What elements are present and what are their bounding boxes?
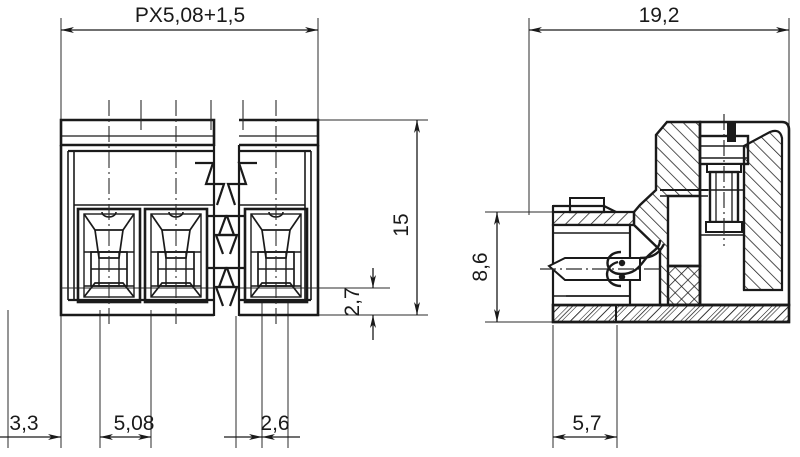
screw-slot bbox=[727, 122, 736, 142]
dim-body-height: 8,6 bbox=[469, 212, 500, 322]
dim-label-pitch-overall: PX5,08+1,5 bbox=[135, 4, 245, 27]
top-left-ledge bbox=[552, 197, 605, 212]
dim-depth-overall: 19,2 bbox=[529, 4, 789, 33]
dim-pitch: 5,08 bbox=[100, 412, 155, 440]
base-slab bbox=[551, 303, 791, 324]
side-section-view: 19,2 8,6 5,7 bbox=[469, 4, 791, 448]
spring-node-upper bbox=[618, 259, 626, 267]
front-view-body-right bbox=[239, 118, 320, 317]
dim-label-pin-offset: 5,7 bbox=[572, 412, 601, 435]
dim-label-body-height: 8,6 bbox=[469, 252, 492, 281]
front-view-extension-lines bbox=[7, 18, 428, 448]
dim-pin-offset: 5,7 bbox=[553, 412, 617, 440]
dim-label-height-overall: 15 bbox=[390, 213, 413, 236]
dim-slot-width: 2,6 bbox=[224, 412, 300, 440]
housing-right-shell bbox=[698, 120, 791, 307]
dim-label-height-pin: 2,7 bbox=[341, 287, 364, 316]
front-view: PX5,08+1,5 15 2,7 3,3 5,08 2,6 bbox=[0, 4, 428, 448]
cavity-detail-lines bbox=[566, 295, 630, 306]
center-lines-solid-short bbox=[140, 100, 244, 130]
dim-pitch-overall: PX5,08+1,5 bbox=[61, 4, 318, 33]
dim-height-pin: 2,7 bbox=[341, 268, 376, 340]
dim-label-depth-overall: 19,2 bbox=[639, 4, 680, 27]
dim-label-edge-offset: 3,3 bbox=[9, 412, 38, 435]
spring-node-lower bbox=[618, 273, 626, 281]
clamp-spring bbox=[605, 239, 666, 288]
center-lines bbox=[108, 100, 277, 326]
break-line-zigzag bbox=[195, 145, 257, 316]
housing-wall-hatch bbox=[742, 129, 784, 292]
dim-label-slot-width: 2,6 bbox=[260, 412, 289, 435]
dim-label-pitch: 5,08 bbox=[114, 412, 155, 435]
dim-height-overall: 15 bbox=[390, 120, 420, 315]
dim-edge-offset: 3,3 bbox=[0, 412, 61, 440]
